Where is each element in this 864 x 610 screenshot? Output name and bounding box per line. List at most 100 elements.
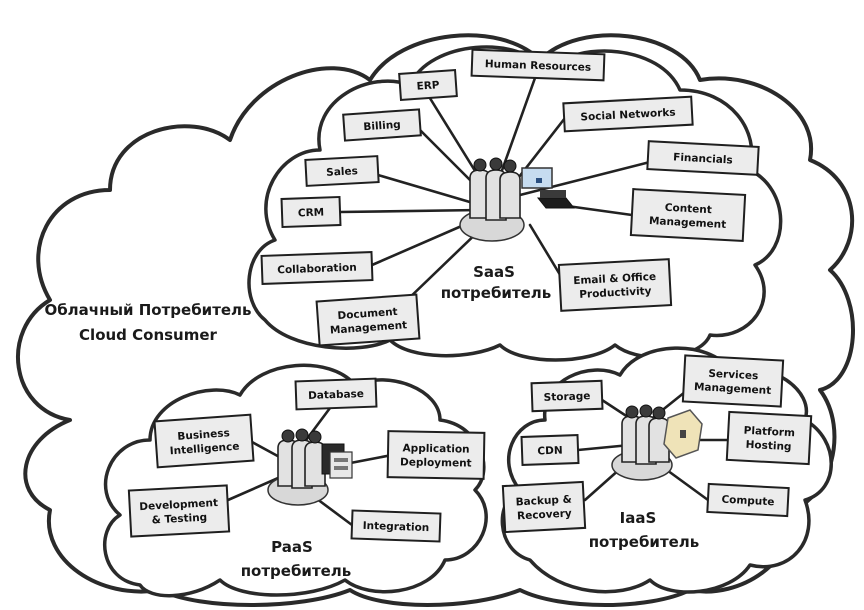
box-frame — [520, 433, 580, 467]
iaas-consumer-figure — [611, 404, 703, 481]
box-frame — [530, 379, 604, 413]
iaas-box-backup-recovery: Backup &Recovery — [501, 480, 587, 534]
box-frame — [562, 95, 694, 133]
box-label: CRM — [298, 207, 325, 220]
box-frame — [304, 155, 380, 187]
saas-box-collaboration: Collaboration — [260, 251, 374, 285]
box-label: Financials — [673, 151, 733, 166]
box-label: Services — [708, 368, 758, 383]
box-label: Email & Office — [573, 271, 656, 287]
saas-box-crm: CRM — [280, 195, 342, 229]
box-label: Platform — [743, 425, 795, 440]
box-frame — [681, 354, 785, 408]
box-label: CDN — [537, 445, 563, 458]
box-frame — [127, 484, 231, 538]
box-frame — [342, 108, 422, 142]
saas-box-financials: Financials — [646, 140, 760, 176]
box-label: Business — [177, 427, 230, 443]
box-label: Integration — [362, 520, 429, 534]
saas-box-sales: Sales — [304, 155, 380, 187]
server-icon — [321, 443, 353, 479]
paas-consumer-figure — [267, 428, 353, 506]
box-frame — [557, 258, 673, 312]
box-label: Application — [403, 442, 470, 455]
paas-box-integration: Integration — [350, 509, 442, 543]
paas-label-line2: потребитель — [241, 562, 352, 580]
box-label: Backup & — [515, 494, 572, 509]
computer-monitor-icon — [521, 167, 553, 189]
saas-consumer-figure — [459, 157, 576, 242]
paas-label-line1: PaaS — [271, 538, 313, 556]
iaas-label-line2: потребитель — [589, 533, 700, 551]
box-frame — [501, 480, 587, 534]
safe-icon — [663, 409, 703, 459]
box-label: Compute — [721, 494, 775, 509]
box-label: Billing — [363, 119, 401, 134]
box-label: Storage — [543, 390, 590, 404]
saas-box-social-networks: Social Networks — [562, 95, 694, 133]
iaas-box-compute: Compute — [706, 482, 790, 518]
saas-box-human-resources: Human Resources — [470, 48, 606, 82]
box-frame — [706, 482, 790, 518]
box-frame — [315, 293, 421, 347]
box-label: Collaboration — [277, 262, 357, 277]
box-label: Intelligence — [169, 441, 239, 458]
paas-box-database: Database — [294, 377, 378, 411]
box-frame — [629, 188, 747, 242]
saas-label-line2: потребитель — [441, 284, 552, 302]
box-frame — [294, 377, 378, 411]
paas-label: PaaS потребитель — [241, 538, 352, 580]
iaas-box-storage: Storage — [530, 379, 604, 413]
cloud-consumer-title: Облачный Потребитель Cloud Consumer — [44, 301, 251, 344]
box-frame — [260, 251, 374, 285]
box-label: Productivity — [579, 285, 652, 301]
user-group-icon — [469, 157, 521, 221]
paas-box-development-testing: Development& Testing — [127, 484, 231, 538]
box-label: Content — [665, 202, 713, 216]
box-label: Management — [330, 319, 408, 336]
saas-box-billing: Billing — [342, 108, 422, 142]
box-label: ERP — [416, 79, 440, 93]
box-label: Human Resources — [485, 58, 592, 74]
box-label: Management — [649, 215, 727, 231]
iaas-box-cdn: CDN — [520, 433, 580, 467]
box-frame — [470, 48, 606, 82]
box-frame — [153, 413, 255, 469]
box-label: Social Networks — [580, 107, 676, 124]
user-group-icon — [621, 404, 670, 465]
box-label: Document — [337, 306, 398, 322]
iaas-label-line1: IaaS — [620, 509, 657, 527]
box-frame — [350, 509, 442, 543]
title-line2: Cloud Consumer — [79, 326, 217, 344]
saas-label-line1: SaaS — [473, 263, 515, 281]
box-label: Sales — [326, 165, 358, 179]
iaas-label: IaaS потребитель — [589, 509, 700, 551]
box-label: Recovery — [517, 508, 572, 523]
saas-box-erp: ERP — [398, 69, 458, 101]
box-label: Hosting — [745, 439, 791, 453]
user-group-icon — [277, 428, 326, 489]
box-frame — [646, 140, 760, 176]
box-label: Deployment — [400, 456, 472, 469]
title-line1: Облачный Потребитель — [44, 301, 251, 319]
box-label: Development — [139, 497, 218, 513]
box-frame — [386, 430, 486, 480]
box-label: & Testing — [151, 512, 207, 527]
box-frame — [280, 195, 342, 229]
laptop-icon — [536, 190, 576, 209]
box-label: Management — [694, 381, 772, 397]
saas-label: SaaS потребитель — [441, 263, 552, 302]
box-frame — [725, 410, 813, 466]
box-label: Database — [308, 388, 364, 402]
box-frame — [398, 69, 458, 101]
